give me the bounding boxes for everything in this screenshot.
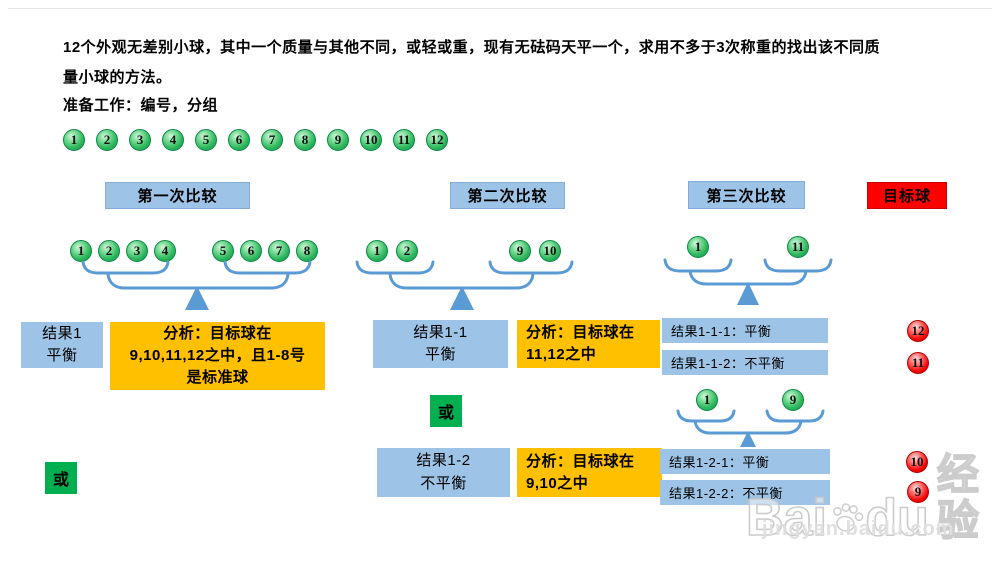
analysis-1-1-box: 分析：目标球在 11,12之中 bbox=[517, 320, 660, 368]
header-second-comparison: 第二次比较 bbox=[450, 182, 565, 209]
scale4-right-pan-balls: 9 bbox=[782, 389, 804, 411]
green-ball: 4 bbox=[162, 129, 184, 151]
problem-statement-line2: 量小球的方法。 bbox=[63, 69, 172, 86]
analysis-1-2-line: 9,10之中 bbox=[526, 474, 589, 492]
green-ball: 1 bbox=[70, 240, 92, 262]
result-1-1-label: 结果1-1 bbox=[413, 323, 468, 341]
green-ball: 5 bbox=[212, 240, 234, 262]
analysis-1-2-line: 分析：目标球在 bbox=[526, 452, 635, 470]
green-ball: 11 bbox=[787, 236, 809, 258]
analysis-1-box: 分析：目标球在 9,10,11,12之中，且1-8号 是标准球 bbox=[110, 322, 325, 390]
green-ball: 3 bbox=[126, 240, 148, 262]
green-ball: 11 bbox=[393, 129, 415, 151]
green-ball: 1 bbox=[687, 236, 709, 258]
green-ball: 1 bbox=[696, 389, 718, 411]
green-ball: 4 bbox=[154, 240, 176, 262]
or-box-middle: 或 bbox=[430, 395, 462, 427]
watermark-url: jingyan.baidu.com bbox=[762, 518, 955, 540]
scale4-left-pan-balls: 1 bbox=[696, 389, 718, 411]
header-target-ball: 目标球 bbox=[867, 182, 947, 209]
target-ball-12: 12 bbox=[907, 320, 929, 342]
watermark-text: 经验 bbox=[936, 451, 981, 545]
green-ball: 6 bbox=[240, 240, 262, 262]
problem-statement-line1: 12个外观无差别小球，其中一个质量与其他不同，或轻或重，现有无砝码天平一个，求用… bbox=[63, 39, 881, 56]
green-ball: 7 bbox=[261, 129, 283, 151]
green-ball: 8 bbox=[294, 129, 316, 151]
result-1-1-2-box: 结果1-1-2：不平衡 bbox=[662, 350, 828, 375]
green-ball: 8 bbox=[296, 240, 318, 262]
balance-scale-icon bbox=[676, 409, 825, 447]
green-ball: 7 bbox=[268, 240, 290, 262]
result-1-2-2-box: 结果1-2-2：不平衡 bbox=[660, 480, 830, 505]
preparation-note: 准备工作：编号，分组 bbox=[63, 97, 219, 114]
target-ball-9: 9 bbox=[907, 481, 929, 503]
target-ball-11: 11 bbox=[907, 352, 929, 374]
balance-scale-icon bbox=[81, 260, 312, 310]
result-1-2-label: 结果1-2 bbox=[416, 452, 471, 469]
green-ball: 2 bbox=[96, 129, 118, 151]
top-divider bbox=[8, 8, 992, 9]
header-first-comparison: 第一次比较 bbox=[105, 182, 250, 209]
scale2-right-pan-balls: 9 10 bbox=[509, 240, 561, 262]
balance-scale-icon bbox=[355, 260, 574, 310]
scale3-right-pan-balls: 11 bbox=[787, 236, 809, 258]
result-1-1-box: 结果1-1 平衡 bbox=[373, 320, 508, 368]
target-ball-10: 10 bbox=[906, 451, 928, 473]
green-ball: 6 bbox=[228, 129, 250, 151]
green-ball: 2 bbox=[396, 240, 418, 262]
green-ball: 5 bbox=[195, 129, 217, 151]
balance-scale-icon bbox=[663, 258, 833, 305]
analysis-1-line: 分析：目标球在 bbox=[163, 325, 272, 343]
green-ball: 2 bbox=[98, 240, 120, 262]
analysis-1-line: 是标准球 bbox=[186, 368, 249, 386]
green-ball: 9 bbox=[327, 129, 349, 151]
result-1-2-box: 结果1-2 不平衡 bbox=[377, 448, 510, 497]
green-ball: 9 bbox=[509, 240, 531, 262]
result-1-box: 结果1 平衡 bbox=[21, 322, 103, 368]
result-1-2-status: 不平衡 bbox=[420, 474, 467, 492]
analysis-1-line: 9,10,11,12之中，且1-8号 bbox=[129, 347, 306, 365]
paw-icon bbox=[833, 503, 864, 533]
analysis-1-1-line: 11,12之中 bbox=[526, 346, 597, 363]
result-1-1-status: 平衡 bbox=[424, 346, 456, 363]
green-ball: 12 bbox=[426, 129, 448, 151]
green-ball: 1 bbox=[366, 240, 388, 262]
analysis-1-1-line: 分析：目标球在 bbox=[526, 324, 635, 342]
green-ball: 10 bbox=[539, 240, 561, 262]
scale3-left-pan-balls: 1 bbox=[687, 236, 709, 258]
green-ball: 3 bbox=[129, 129, 151, 151]
analysis-1-2-box: 分析：目标球在 9,10之中 bbox=[517, 448, 662, 497]
result-1-2-1-box: 结果1-2-1：平衡 bbox=[660, 449, 830, 474]
result-1-1-1-box: 结果1-1-1：平衡 bbox=[662, 318, 828, 343]
result-1-status: 平衡 bbox=[46, 347, 78, 364]
green-ball: 1 bbox=[63, 129, 85, 151]
header-third-comparison: 第三次比较 bbox=[688, 181, 805, 209]
or-box-left: 或 bbox=[45, 462, 77, 494]
result-1-label: 结果1 bbox=[42, 324, 82, 342]
green-ball: 10 bbox=[360, 129, 382, 151]
green-ball: 9 bbox=[782, 389, 804, 411]
